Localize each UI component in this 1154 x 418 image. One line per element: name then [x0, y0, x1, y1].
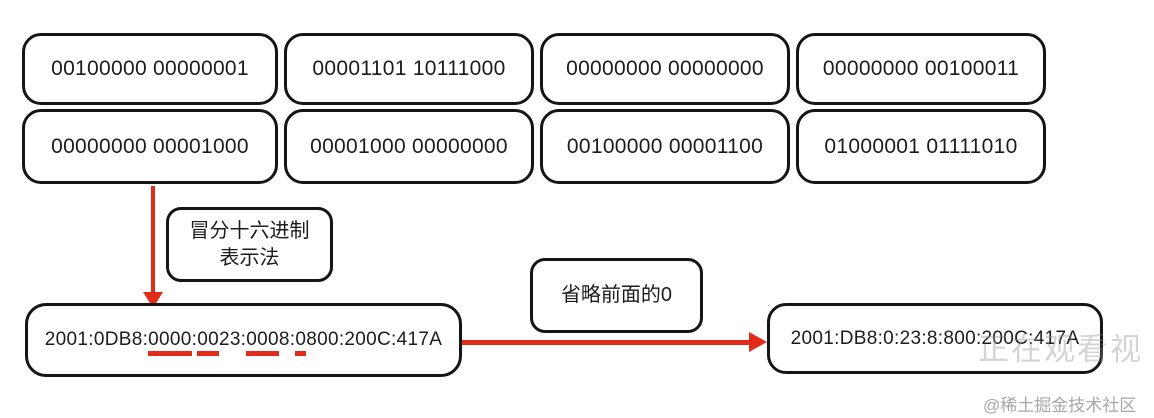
binary-groups-grid: 00100000 00000001 00001101 10111000 0000…	[22, 33, 1046, 184]
address-segment: 8:	[278, 329, 296, 350]
binary-group-7: 00100000 00001100	[540, 109, 790, 184]
right-arrow-shaft	[461, 340, 751, 345]
address-segment: 00	[197, 329, 219, 356]
binary-group-5: 00000000 00001000	[22, 109, 278, 184]
address-segment: 2001:0DB8:	[44, 329, 149, 350]
binary-group-2: 00001101 10111000	[284, 33, 534, 105]
binary-group-3: 00000000 00000000	[540, 33, 790, 105]
ipv6-compressed-address-box: 2001:DB8:0:23:8:800:200C:417A	[767, 303, 1103, 374]
ipv6-full-text: 2001:0DB8:0000:0023:0008:0800:200C:417A	[44, 329, 443, 356]
address-segment: :	[191, 329, 198, 350]
hex-notation-label-box: 冒分十六进制 表示法	[166, 207, 333, 282]
address-segment: 0000	[148, 329, 192, 356]
community-watermark: @稀土掘金技术社区	[983, 396, 1137, 415]
address-segment: 23:	[218, 329, 247, 350]
right-arrow-head	[749, 332, 767, 352]
ipv6-compressed-text: 2001:DB8:0:23:8:800:200C:417A	[790, 327, 1080, 349]
binary-group-4: 00000000 00100011	[796, 33, 1046, 105]
binary-group-8: 01000001 01111010	[796, 109, 1046, 184]
ipv6-full-address-box: 2001:0DB8:0000:0023:0008:0800:200C:417A	[25, 303, 462, 377]
binary-group-1: 00100000 00000001	[22, 33, 278, 105]
hex-notation-label-line2: 表示法	[219, 246, 280, 269]
hex-notation-label-line1: 冒分十六进制	[189, 219, 310, 242]
omit-zeros-label-box: 省略前面的0	[530, 258, 703, 333]
address-segment: 000	[246, 329, 279, 356]
down-arrow-shaft	[151, 186, 155, 295]
address-segment: 0	[295, 329, 307, 356]
omit-zeros-label: 省略前面的0	[560, 284, 673, 306]
binary-group-6: 00001000 00000000	[284, 109, 534, 184]
address-segment: 800:200C:417A	[306, 329, 443, 350]
